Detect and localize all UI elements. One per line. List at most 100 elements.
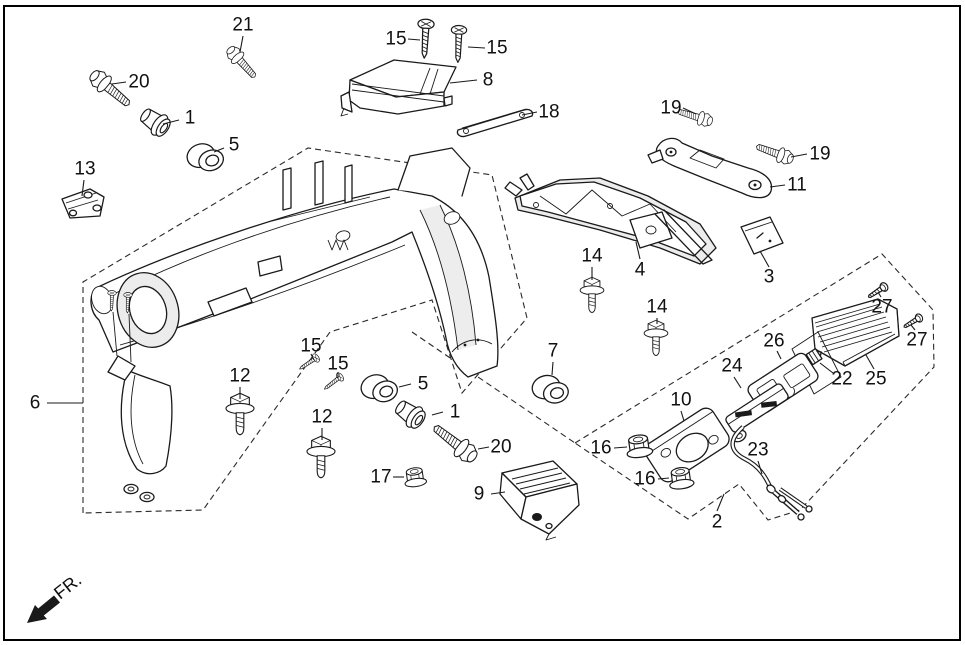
callout-label-7: 7	[548, 341, 559, 362]
license-light-cover	[499, 460, 580, 541]
callout-label-5: 5	[418, 374, 429, 395]
stay-strap	[647, 137, 773, 199]
grommet-5	[357, 368, 401, 409]
callout-label-12: 12	[311, 407, 332, 428]
clip-plate	[61, 188, 105, 219]
group-outline-link	[411, 331, 576, 444]
flange-bolt-19	[753, 138, 796, 168]
callout-label-27: 27	[906, 330, 927, 351]
callout-label-13: 13	[74, 159, 95, 180]
callout-label-19: 19	[809, 144, 830, 165]
callout-leader-9	[490, 491, 506, 495]
washer-bolt-12	[225, 392, 255, 436]
callout-label-18: 18	[538, 102, 559, 123]
callout-label-1: 1	[450, 402, 461, 423]
callout-leader-24	[733, 376, 742, 389]
callout-label-10: 10	[670, 390, 691, 411]
callout-leader-15	[407, 38, 421, 41]
flange-bolt-20	[427, 418, 482, 468]
box-lid	[340, 59, 457, 117]
callout-label-16: 16	[634, 469, 655, 490]
flange-bolt-19	[675, 104, 715, 130]
callout-leader-20	[477, 446, 490, 450]
washer-bolt-14	[643, 319, 669, 356]
callout-leader-19	[682, 107, 697, 115]
callout-leader-1	[431, 411, 444, 416]
license-light-unit	[725, 383, 789, 443]
callout-label-12: 12	[229, 366, 250, 387]
callout-label-15: 15	[327, 354, 348, 375]
grommet-5	[183, 137, 227, 178]
collar-1	[135, 103, 175, 141]
callout-leader-13	[81, 179, 85, 197]
license-bracket-plate	[644, 407, 730, 483]
grommet-7	[528, 370, 572, 409]
callout-leader-10	[680, 410, 685, 422]
callout-leader-23	[757, 460, 763, 475]
callout-label-19: 19	[660, 98, 681, 119]
page-border	[3, 5, 961, 641]
callout-leader-18	[521, 111, 538, 116]
callout-label-23: 23	[747, 440, 768, 461]
callout-leader-19	[790, 153, 808, 158]
callout-leader-27	[877, 291, 882, 298]
setting-plate	[740, 216, 784, 255]
callout-leader-16	[657, 477, 670, 480]
tapping-screw-15	[321, 371, 346, 394]
rear-fender-assembly	[90, 147, 499, 503]
callout-leader-5	[213, 147, 225, 153]
flange-nut-16	[624, 432, 654, 460]
callout-label-22: 22	[831, 369, 852, 390]
callout-label-17: 17	[370, 467, 391, 488]
flange-bolt-21	[222, 42, 262, 83]
collar-1	[390, 395, 430, 433]
callout-leader-8	[449, 79, 478, 84]
callout-leader-11	[769, 184, 786, 188]
callout-label-15: 15	[300, 336, 321, 357]
callout-leader-4	[635, 241, 641, 260]
callout-leader-26	[776, 350, 782, 360]
callout-leader-21	[239, 35, 244, 53]
callout-leader-20	[111, 81, 127, 85]
callout-leader-15	[310, 353, 315, 361]
callout-leader-22	[819, 362, 834, 374]
callout-label-6: 6	[30, 393, 41, 414]
tapping-screw-15	[415, 18, 435, 60]
washer-bolt-12	[306, 435, 336, 479]
callout-label-2: 2	[712, 512, 723, 533]
callout-label-4: 4	[635, 260, 646, 281]
callout-label-24: 24	[721, 356, 743, 377]
callout-leader-3	[759, 250, 770, 268]
callout-leader-15	[467, 46, 486, 49]
group-outline-license-light-assy	[573, 253, 935, 521]
callout-label-5: 5	[229, 135, 240, 156]
callout-label-3: 3	[764, 267, 775, 288]
callout-leader-7	[551, 361, 554, 376]
front-arrow-icon	[27, 595, 60, 623]
callout-leader-5	[398, 383, 412, 388]
callout-label-20: 20	[128, 72, 149, 93]
callout-label-15: 15	[385, 29, 406, 50]
callout-label-26: 26	[763, 331, 784, 352]
callout-label-15: 15	[486, 38, 507, 59]
callout-label-11: 11	[787, 175, 807, 196]
stay-strip	[456, 108, 534, 138]
front-direction-indicator: FR.	[27, 570, 85, 623]
callout-label-25: 25	[865, 369, 886, 390]
washer-bolt-14	[579, 276, 605, 313]
callout-leader-27	[910, 324, 916, 331]
tapping-screw-15	[449, 24, 468, 64]
callout-label-20: 20	[490, 437, 511, 458]
callout-label-21: 21	[232, 15, 253, 36]
callout-label-8: 8	[483, 70, 494, 91]
callout-label-9: 9	[474, 484, 485, 505]
callout-leader-2	[716, 493, 725, 512]
callout-leader-16	[613, 446, 628, 449]
callout-label-27: 27	[871, 297, 892, 318]
light-wire-harness	[730, 425, 813, 521]
callout-label-14: 14	[581, 246, 603, 267]
callout-label-14: 14	[646, 297, 668, 318]
